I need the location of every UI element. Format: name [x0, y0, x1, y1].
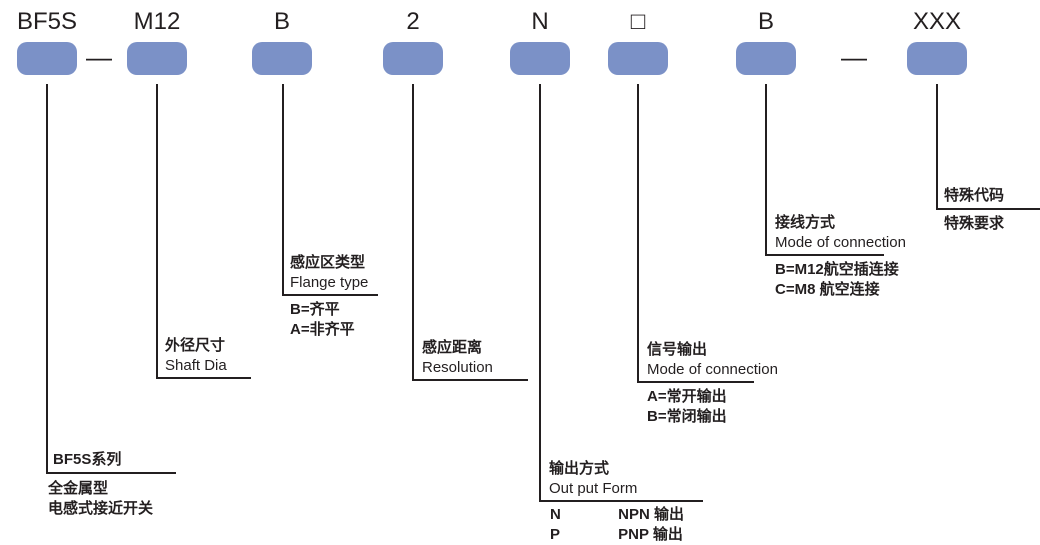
- description-underline: [412, 379, 528, 381]
- description-heading: 感应区类型 Flange type: [290, 253, 368, 293]
- heading-line-en: Resolution: [422, 359, 493, 376]
- connector-line: [637, 84, 639, 381]
- code-box: [383, 42, 443, 75]
- heading-line-en: Mode of connection: [647, 361, 778, 378]
- heading-line-cn: 特殊代码: [944, 187, 1005, 204]
- description-details: 特殊要求: [944, 214, 1004, 234]
- connector-line: [936, 84, 938, 208]
- code-label: BF5S: [16, 8, 78, 35]
- detail-line: 全金属型: [48, 480, 109, 497]
- description-heading: 外径尺寸 Shaft Dia: [165, 336, 227, 376]
- heading-line-cn: 输出方式: [549, 460, 610, 477]
- heading-line-cn: 感应区类型: [290, 254, 366, 271]
- description-details: A=常开输出 B=常闭输出: [647, 387, 727, 427]
- connector-line: [156, 84, 158, 377]
- code-label: N: [531, 8, 549, 35]
- detail-line: B=M12航空插连接: [775, 261, 899, 278]
- detail-line: B=齐平: [290, 301, 340, 318]
- detail-value: PNP 输出: [618, 526, 683, 543]
- dash-separator: —: [841, 42, 867, 72]
- detail-row: N NPN 输出: [550, 505, 684, 525]
- code-label: B: [273, 8, 290, 35]
- code-box: [127, 42, 187, 75]
- code-label: □: [630, 8, 646, 35]
- description-heading: 输出方式 Out put Form: [549, 459, 637, 499]
- description-heading: BF5S系列: [53, 450, 121, 470]
- heading-line-cn: 外径尺寸: [165, 337, 226, 354]
- description-underline: [936, 208, 1040, 210]
- heading-line-en: Mode of connection: [775, 234, 906, 251]
- detail-line: 电感式接近开关: [48, 500, 154, 517]
- detail-line: A=常开输出: [647, 388, 727, 405]
- description-heading: 感应距离 Resolution: [422, 338, 493, 378]
- detail-line: 特殊要求: [944, 215, 1005, 232]
- dash-separator: —: [86, 42, 112, 72]
- description-underline: [156, 377, 251, 379]
- code-box: [510, 42, 570, 75]
- description-details: N NPN 输出 P PNP 输出: [550, 505, 684, 545]
- heading-line-cn: BF5S系列: [53, 451, 122, 468]
- description-underline: [282, 294, 378, 296]
- code-label: XXX: [912, 8, 962, 35]
- detail-key: P: [550, 526, 561, 543]
- code-label: 2: [406, 8, 420, 35]
- detail-row: P PNP 输出: [550, 525, 684, 545]
- description-underline: [637, 381, 754, 383]
- connector-line: [412, 84, 414, 379]
- connector-line: [539, 84, 541, 500]
- detail-line: C=M8 航空连接: [775, 281, 880, 298]
- connector-line: [765, 84, 767, 254]
- detail-line: A=非齐平: [290, 321, 355, 338]
- description-details: B=齐平 A=非齐平: [290, 300, 355, 340]
- description-underline: [539, 500, 703, 502]
- connector-line: [282, 84, 284, 294]
- detail-line: B=常闭输出: [647, 408, 727, 425]
- code-box: [907, 42, 967, 75]
- code-label: B: [757, 8, 774, 35]
- heading-line-cn: 接线方式: [775, 214, 836, 231]
- heading-line-cn: 感应距离: [422, 339, 483, 356]
- heading-line-en: Shaft Dia: [165, 357, 227, 374]
- description-details: B=M12航空插连接 C=M8 航空连接: [775, 260, 899, 300]
- heading-line-en: Out put Form: [549, 480, 638, 497]
- code-box: [17, 42, 77, 75]
- code-box: [608, 42, 668, 75]
- code-label: M12: [133, 8, 181, 35]
- connector-line: [46, 84, 48, 472]
- description-underline: [765, 254, 884, 256]
- heading-line-cn: 信号输出: [647, 341, 708, 358]
- description-heading: 接线方式 Mode of connection: [775, 213, 906, 253]
- description-details: 全金属型 电感式接近开关: [48, 479, 153, 519]
- code-box: [736, 42, 796, 75]
- description-heading: 信号输出 Mode of connection: [647, 340, 778, 380]
- heading-line-en: Flange type: [290, 274, 369, 291]
- description-underline: [46, 472, 176, 474]
- detail-key: N: [550, 506, 561, 523]
- description-heading: 特殊代码: [944, 186, 1004, 206]
- code-box: [252, 42, 312, 75]
- detail-value: NPN 输出: [618, 506, 685, 523]
